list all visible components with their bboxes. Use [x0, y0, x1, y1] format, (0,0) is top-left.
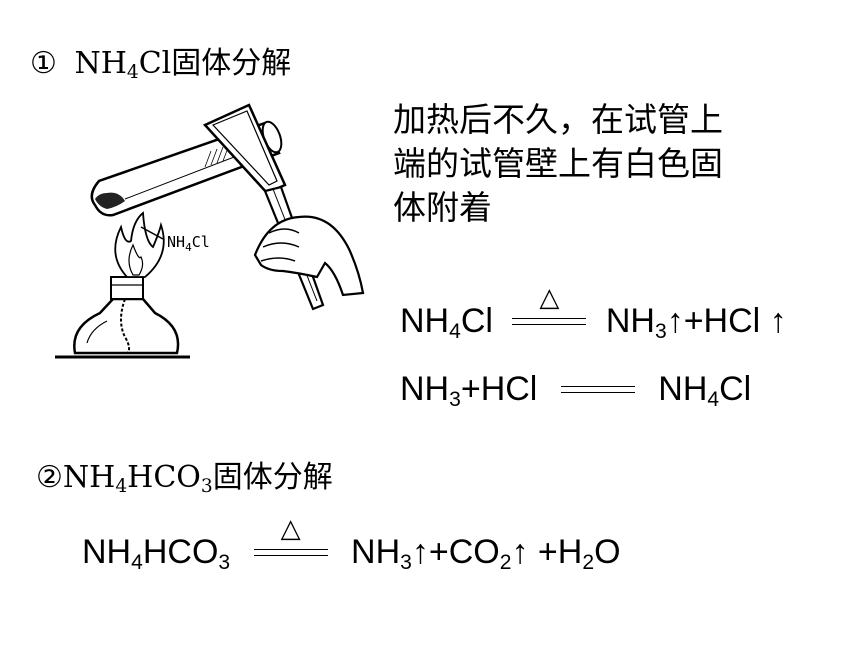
nh4cl-label: NH4Cl — [167, 233, 210, 254]
eq1-rhs: NH3↑+HCl ↑ — [605, 302, 787, 343]
description-line-1: 加热后不久，在试管上 — [393, 100, 723, 139]
description-line-3: 体附着 — [393, 188, 492, 227]
section-2-heading: ②NH4HCO3固体分解 — [36, 452, 333, 496]
eq1-lhs: NH4Cl — [400, 302, 493, 343]
heat-triangle-icon: △ — [280, 513, 301, 544]
section-1-formula: NH4Cl — [74, 46, 172, 84]
description-line-2: 端的试管壁上有白色固 — [393, 144, 723, 183]
eq2-rhs: NH4Cl — [658, 370, 752, 411]
heat-triangle-icon: △ — [539, 282, 560, 313]
eq2-equals-sign — [560, 384, 635, 398]
section-1-heading: ① NH4Cl固体分解 — [30, 38, 291, 82]
section-1-title: 固体分解 — [171, 46, 292, 81]
observation-description: 加热后不久，在试管上 端的试管壁上有白色固 体附着 — [393, 98, 793, 230]
eq3-heat-equals-sign: △ — [253, 513, 328, 561]
equation-2: NH3+HCl NH4Cl — [400, 370, 752, 411]
section-2-number: ② — [36, 460, 63, 495]
section-1-number: ① — [30, 46, 57, 81]
section-2-title: 固体分解 — [212, 460, 333, 495]
eq1-heat-equals-sign: △ — [512, 282, 587, 330]
eq2-lhs: NH3+HCl — [400, 370, 538, 411]
heating-apparatus-illustration: NH4Cl — [55, 103, 365, 359]
equation-3: NH4HCO3 △ NH3↑+CO2↑ +H2O — [82, 513, 621, 574]
equation-1: NH4Cl △ NH3↑+HCl ↑ — [400, 282, 787, 343]
eq3-lhs: NH4HCO3 — [82, 533, 231, 574]
eq3-rhs: NH3↑+CO2↑ +H2O — [351, 533, 621, 574]
section-2-formula: NH4HCO3 — [62, 460, 213, 498]
